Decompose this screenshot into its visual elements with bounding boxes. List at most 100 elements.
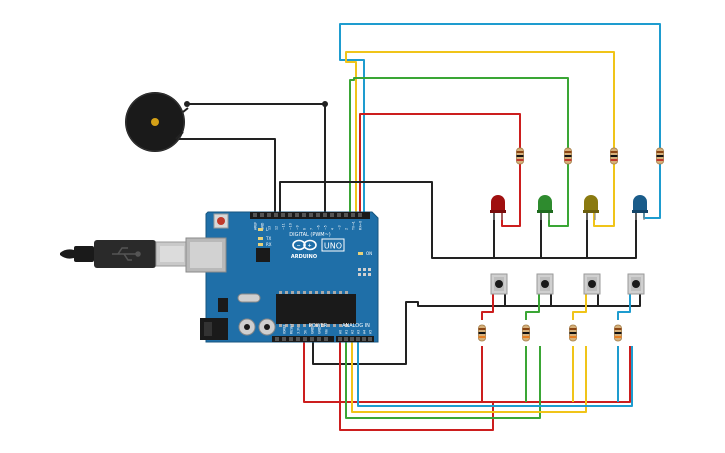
wire-green-btn-res	[525, 294, 540, 320]
buzzer-center	[151, 118, 159, 126]
model-text: UNO	[324, 242, 342, 251]
onboard-led-rx	[258, 243, 263, 246]
resistor[interactable]	[522, 324, 530, 342]
led-red[interactable]	[490, 195, 506, 220]
pin-label: 12	[275, 226, 279, 230]
regulator	[218, 298, 228, 312]
crystal	[237, 293, 261, 303]
resistor[interactable]	[656, 147, 664, 165]
wire-green-res-led	[548, 164, 569, 227]
l-label: L	[266, 227, 269, 232]
pin-label: A5	[369, 330, 373, 334]
onboard-led-tx	[258, 237, 263, 240]
pin-label: ~10	[289, 223, 293, 230]
wire-blue-a-pin	[357, 340, 633, 407]
push-button[interactable]	[583, 273, 601, 295]
wire-black-buzzer-top	[187, 103, 326, 215]
pin-label: A4	[363, 330, 367, 334]
pin-label: A1	[345, 330, 349, 334]
analog-header	[336, 336, 374, 342]
pin-label: ~6	[317, 225, 321, 230]
bottom-pins	[275, 337, 372, 341]
pin-label: 7	[310, 228, 314, 230]
push-buttons	[490, 273, 645, 295]
pin-label: TX→1	[352, 221, 356, 231]
pin-label: A3	[357, 330, 361, 334]
pin-label: ~3	[338, 225, 342, 230]
pin-label: ~5	[324, 225, 328, 230]
pin-label: 2	[345, 228, 349, 230]
pin-label: 5V	[304, 329, 308, 334]
pin-label: 3.3V	[297, 326, 301, 334]
pin-label: 4	[331, 228, 335, 230]
brand-text: ARDUINO	[291, 254, 317, 260]
led-yellow[interactable]	[583, 195, 599, 220]
svg-text:−: −	[297, 243, 301, 249]
wire-yellow-btn-res	[572, 294, 587, 320]
svg-text:+: +	[308, 243, 312, 249]
junction-dot	[184, 101, 190, 107]
wire-blue-btn-res	[617, 294, 631, 320]
pin-label: RX←0	[359, 221, 363, 230]
digital-pins	[253, 213, 362, 217]
pin-label: AREF	[254, 222, 258, 230]
pin-label: ~11	[282, 223, 286, 230]
rx-label: RX	[266, 242, 272, 247]
led-blue[interactable]	[632, 195, 648, 220]
resistor[interactable]	[516, 147, 524, 165]
usb-chip	[256, 248, 270, 262]
pin-label: Vin	[325, 329, 329, 334]
pin-label: IOREF	[283, 324, 287, 334]
wire-yellow-a-pin	[351, 340, 587, 413]
resistor[interactable]	[614, 324, 622, 342]
pin-label: A2	[351, 330, 355, 334]
wire-black-5v-buttons	[312, 294, 641, 365]
wire-red-a-pin	[339, 340, 494, 431]
wire-green-d4-led	[349, 77, 569, 215]
leds	[490, 195, 648, 220]
button-resistors	[478, 324, 622, 342]
junction-dot	[322, 101, 328, 107]
analog-label: ANALOG IN	[342, 323, 370, 329]
power-label: POWER	[309, 323, 328, 329]
wire-yellow-d3-led	[345, 51, 615, 215]
pin-label: 8	[303, 228, 307, 230]
pin-label: GND	[261, 222, 265, 230]
icsp-header	[358, 268, 371, 276]
led-resistors	[516, 147, 664, 165]
push-button[interactable]	[536, 273, 554, 295]
pin-label: ~9	[296, 225, 300, 230]
pin-label: A0	[339, 330, 343, 334]
onboard-led-l	[258, 228, 263, 231]
pin-label: GND	[318, 326, 322, 334]
wire-black-gnd-leds	[279, 181, 637, 259]
pin-label: GND	[311, 326, 315, 334]
arduino-logo: − +	[292, 239, 317, 251]
resistor[interactable]	[478, 324, 486, 342]
uno-badge	[321, 238, 345, 252]
pin-label: 13	[268, 226, 272, 230]
piezo-buzzer[interactable]	[125, 92, 189, 152]
tx-label: TX	[265, 236, 271, 241]
atmega-chip	[276, 294, 356, 324]
wire-black-buzzer-bottom	[172, 138, 276, 215]
wire-yellow-res-led	[593, 164, 615, 227]
resistor[interactable]	[610, 147, 618, 165]
resistor[interactable]	[564, 147, 572, 165]
pin-label: RESET	[290, 324, 294, 334]
wire-red-btn-res	[481, 294, 494, 320]
led-green[interactable]	[537, 195, 553, 220]
push-button[interactable]	[627, 273, 645, 295]
wire-red-gnd-return	[303, 340, 631, 403]
wire-red-res-led	[501, 164, 521, 227]
onboard-led-on	[358, 252, 363, 255]
push-button[interactable]	[490, 273, 508, 295]
wires	[172, 23, 661, 431]
wire-blue-d2-led	[339, 23, 661, 215]
resistor[interactable]	[569, 324, 577, 342]
